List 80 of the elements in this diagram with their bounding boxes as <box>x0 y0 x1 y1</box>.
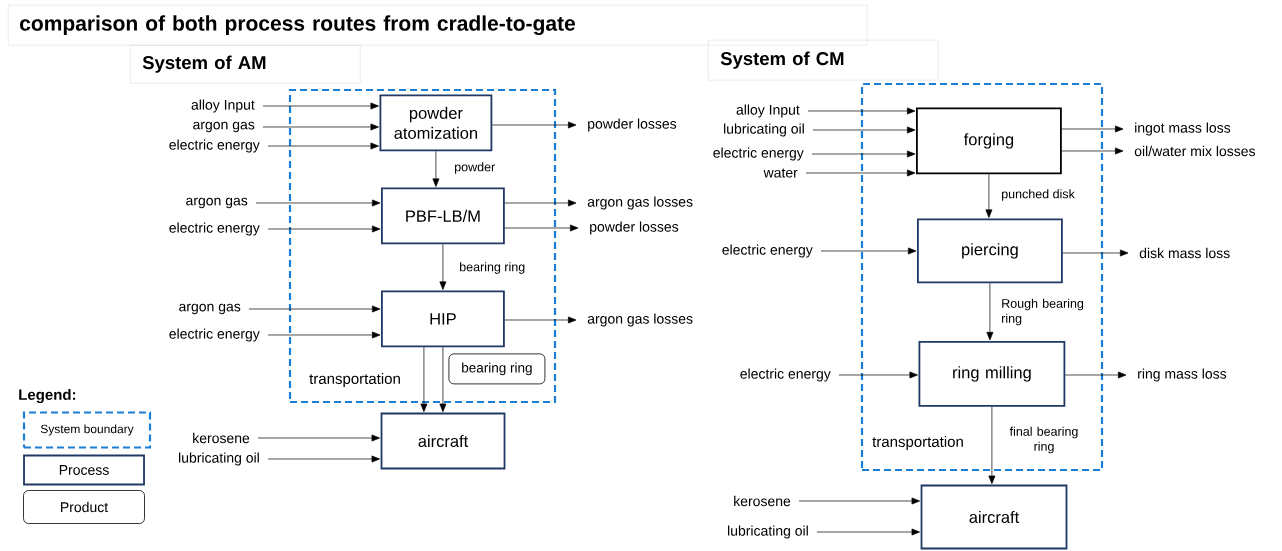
arrow <box>262 123 379 131</box>
arrow <box>255 199 381 207</box>
legend-item: System boundary <box>22 411 152 449</box>
input-label: argon gas <box>186 197 248 209</box>
legend-item: Process <box>23 454 145 486</box>
arrow <box>988 406 996 484</box>
arrow <box>267 225 381 233</box>
arrow <box>504 224 579 232</box>
arrow <box>248 305 381 313</box>
arrow <box>820 247 917 255</box>
input-label: argon gas <box>193 121 255 133</box>
arrow <box>432 150 440 187</box>
output-label: disk mass loss <box>1139 247 1230 259</box>
edge-label: Rough bearing ring <box>1000 297 1095 327</box>
arrow <box>986 282 994 341</box>
arrow <box>420 346 428 412</box>
process-box: PBF-LB/M <box>381 187 505 245</box>
input-label: lubricating oil <box>724 123 804 137</box>
heading-box: System of CM <box>708 40 939 81</box>
process-box: aircraft <box>380 412 506 470</box>
product-box: bearing ring <box>448 353 546 385</box>
edge-label: punched disk <box>1000 188 1076 202</box>
output-label: ring mass loss <box>1138 368 1227 382</box>
output-label: argon gas losses <box>587 313 693 327</box>
edge-label: bearing ring <box>458 261 527 275</box>
arrow <box>1061 147 1124 155</box>
input-label: water <box>763 168 798 178</box>
process-box: powder atomization <box>379 94 493 152</box>
input-label: electric energy <box>740 368 831 382</box>
arrow <box>267 142 379 150</box>
arrow <box>805 169 916 177</box>
arrow <box>1064 371 1127 379</box>
edge-label: powder <box>453 161 497 175</box>
input-label: lubricating oil <box>728 525 808 539</box>
input-label: argon gas <box>179 303 241 315</box>
arrow <box>838 371 918 379</box>
output-label: powder losses <box>588 118 677 132</box>
arrow <box>985 173 993 218</box>
boundary-label: transportation <box>872 436 963 450</box>
input-label: kerosene <box>734 495 791 507</box>
process-box: forging <box>916 107 1062 175</box>
boundary-label: transportation <box>309 373 400 387</box>
legend-item: Product <box>23 490 145 524</box>
arrow <box>807 107 916 115</box>
input-label: electric energy <box>722 244 813 258</box>
output-label: ingot mass loss <box>1135 122 1231 136</box>
arrow <box>267 455 380 463</box>
arrow <box>257 434 380 442</box>
arrow <box>439 346 447 412</box>
arrow <box>262 102 379 110</box>
arrow <box>811 150 916 158</box>
process-box: piercing <box>917 218 1063 284</box>
input-label: alloy Input <box>191 99 255 113</box>
process-box: ring milling <box>918 341 1066 407</box>
output-label: argon gas losses <box>587 196 693 210</box>
arrow <box>816 528 920 536</box>
input-label: alloy Input <box>736 104 800 118</box>
arrow <box>1062 249 1129 257</box>
arrow <box>504 199 577 207</box>
arrow <box>798 497 920 505</box>
process-box: aircraft <box>920 484 1068 550</box>
input-label: electric energy <box>713 147 804 161</box>
input-label: electric energy <box>169 139 260 153</box>
heading-box: System of AM <box>130 45 361 84</box>
input-label: electric energy <box>169 328 260 342</box>
arrow <box>491 121 577 129</box>
arrow <box>439 243 447 290</box>
output-label: oil/water mix losses <box>1134 145 1256 157</box>
input-label: lubricating oil <box>179 452 259 466</box>
input-label: electric energy <box>169 222 260 236</box>
arrow <box>812 126 916 134</box>
title-box: comparison of both process routes from cradle-to-gate <box>8 5 868 46</box>
output-label: powder losses <box>590 221 679 235</box>
input-label: kerosene <box>193 432 250 444</box>
edge-label: final bearing ring <box>1001 425 1087 455</box>
arrow <box>267 331 381 339</box>
arrow <box>504 316 577 324</box>
arrow <box>1061 125 1124 133</box>
process-box: HIP <box>381 290 505 348</box>
legend-heading: Legend: <box>19 388 76 403</box>
